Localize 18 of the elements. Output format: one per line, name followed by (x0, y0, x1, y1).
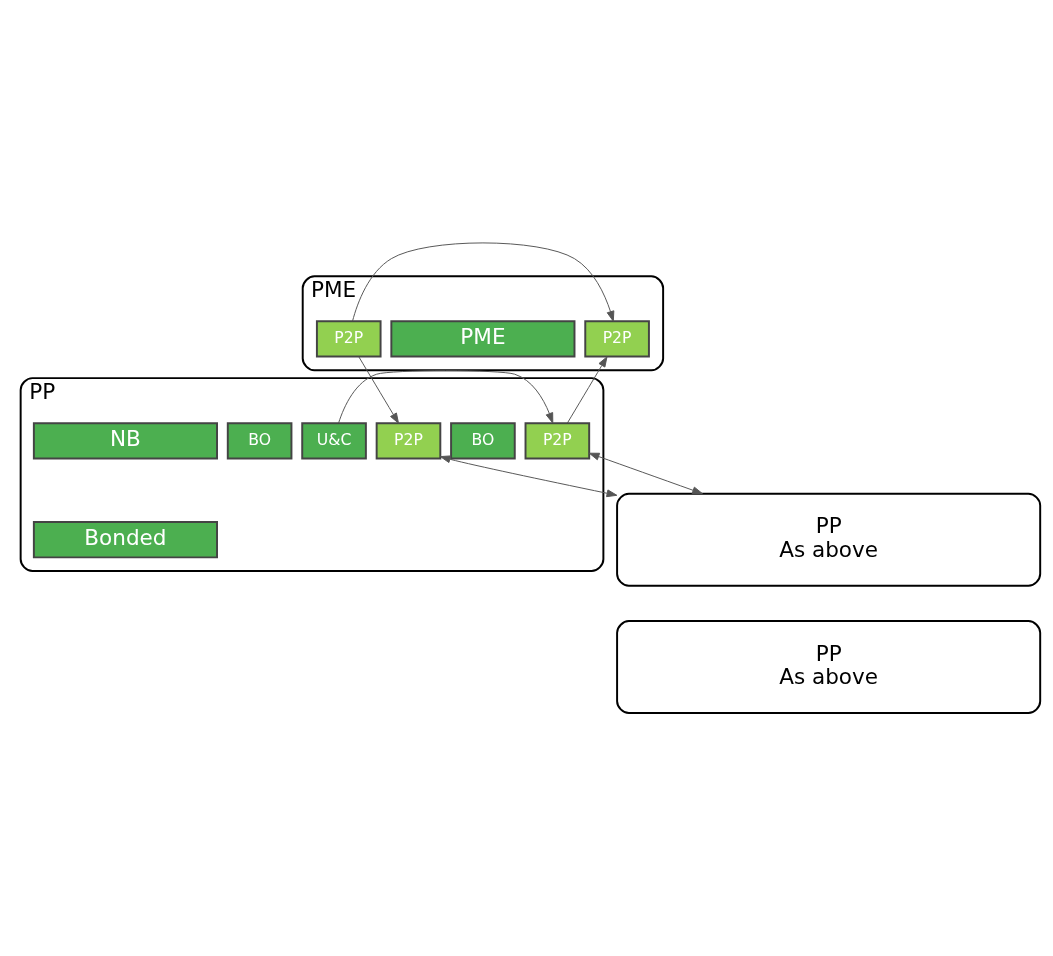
arrow (588, 452, 703, 495)
node-box: PP As above (616, 620, 1042, 715)
node-box: BO (226, 422, 293, 460)
node-box: P2P (375, 422, 442, 460)
node-box: NB (32, 422, 218, 460)
arrow (358, 356, 399, 424)
node-box: P2P (584, 320, 650, 358)
arrow (566, 356, 608, 424)
arrow (352, 242, 615, 322)
node-box: U&C (301, 422, 367, 460)
node-box: BO (450, 422, 516, 460)
arrow (439, 455, 618, 498)
node-box: P2P (315, 320, 382, 358)
arrow (338, 370, 554, 424)
node-box: PME (390, 320, 576, 358)
node-box: Bonded (32, 521, 218, 559)
node-box: P2P (524, 422, 591, 460)
node-box: PP As above (616, 492, 1042, 587)
